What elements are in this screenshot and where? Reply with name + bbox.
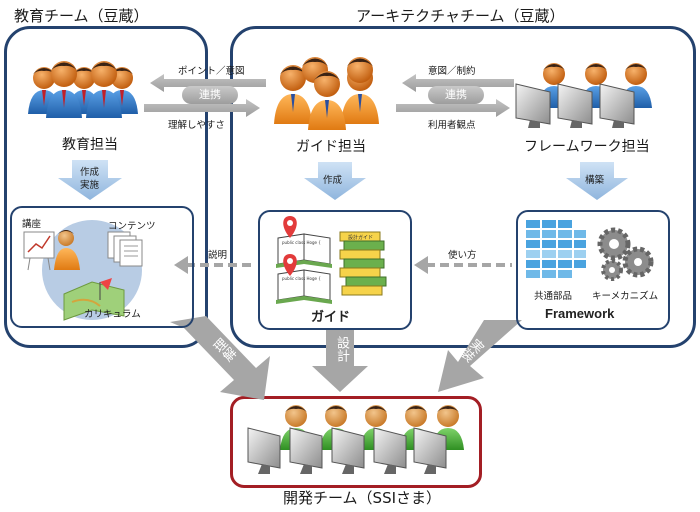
fw-down-label: 構築 (585, 175, 605, 186)
guide-to-edu-label: 説明 (208, 250, 228, 261)
education-panel-graphics (23, 220, 143, 321)
edu-down-label-run: 実施 (80, 180, 100, 191)
edu-guide-collab-pill: 連携 (182, 86, 238, 104)
lecture-label: 講座 (22, 219, 42, 230)
edu-guide-intent-label: ポイント／意図 (178, 66, 245, 77)
guide-staff-icon (274, 57, 379, 130)
fw-down-arrow (566, 162, 628, 200)
development-staff-icon (247, 405, 464, 474)
education-team-box (4, 26, 208, 348)
education-role-label: 教育担当 (62, 137, 118, 153)
framework-role-label: フレームワーク担当 (524, 139, 650, 155)
fw-to-guide-label: 使い方 (448, 250, 477, 261)
gears-icon (597, 227, 654, 281)
framework-panel-graphics (526, 220, 654, 281)
guide-panel-title: ガイド (311, 310, 351, 325)
framework-staff-icon (515, 63, 652, 128)
key-mechanism-label: キーメカニズム (592, 291, 659, 302)
curriculum-label: カリキュラム (84, 309, 141, 320)
guide-fw-intent-label: 意図／制約 (428, 66, 476, 77)
guide-to-dev-label: 設計 (334, 336, 349, 362)
guide-to-edu-arrow (174, 256, 256, 274)
guide-role-label: ガイド担当 (296, 139, 366, 155)
guide-stack-caption: 設計ガイド (348, 235, 374, 241)
contents-label: コンテンツ (108, 221, 156, 232)
guide-panel (258, 210, 412, 330)
common-parts-grid-icon (526, 220, 586, 278)
guide-panel-graphics (276, 216, 387, 304)
common-parts-label: 共通部品 (534, 291, 573, 302)
guide-book-caption-2: public class Hoge { (282, 276, 321, 281)
edu-to-dev-arrow (170, 316, 270, 400)
fw-to-dev-arrow (438, 320, 522, 392)
architecture-team-box (230, 26, 696, 348)
education-team-title: 教育チーム（豆蔵） (14, 7, 149, 25)
guide-to-dev-arrow (312, 330, 368, 392)
fw-to-guide-arrow (414, 256, 512, 274)
edu-down-label-create: 作成 (80, 167, 100, 178)
edu-guide-understanding-label: 理解しやすさ (168, 120, 225, 131)
development-team-title: 開発チーム（SSIさま） (283, 489, 442, 507)
guide-fw-user-view-label: 利用者観点 (428, 120, 476, 131)
guide-fw-collab-pill: 連携 (428, 86, 484, 104)
education-panel (10, 206, 194, 328)
education-staff-icon (28, 61, 138, 118)
guide-down-arrow (304, 162, 366, 200)
architecture-team-title: アーキテクチャチーム（豆蔵） (356, 7, 565, 25)
guide-fw-link-arrows (396, 74, 514, 117)
guide-down-label: 作成 (323, 175, 343, 186)
framework-panel (516, 210, 670, 330)
edu-guide-link-arrows (144, 74, 266, 117)
guide-book-caption-1: public class Hoge { (282, 240, 321, 245)
edu-down-arrow (58, 160, 122, 200)
framework-panel-title: Framework (545, 306, 615, 321)
